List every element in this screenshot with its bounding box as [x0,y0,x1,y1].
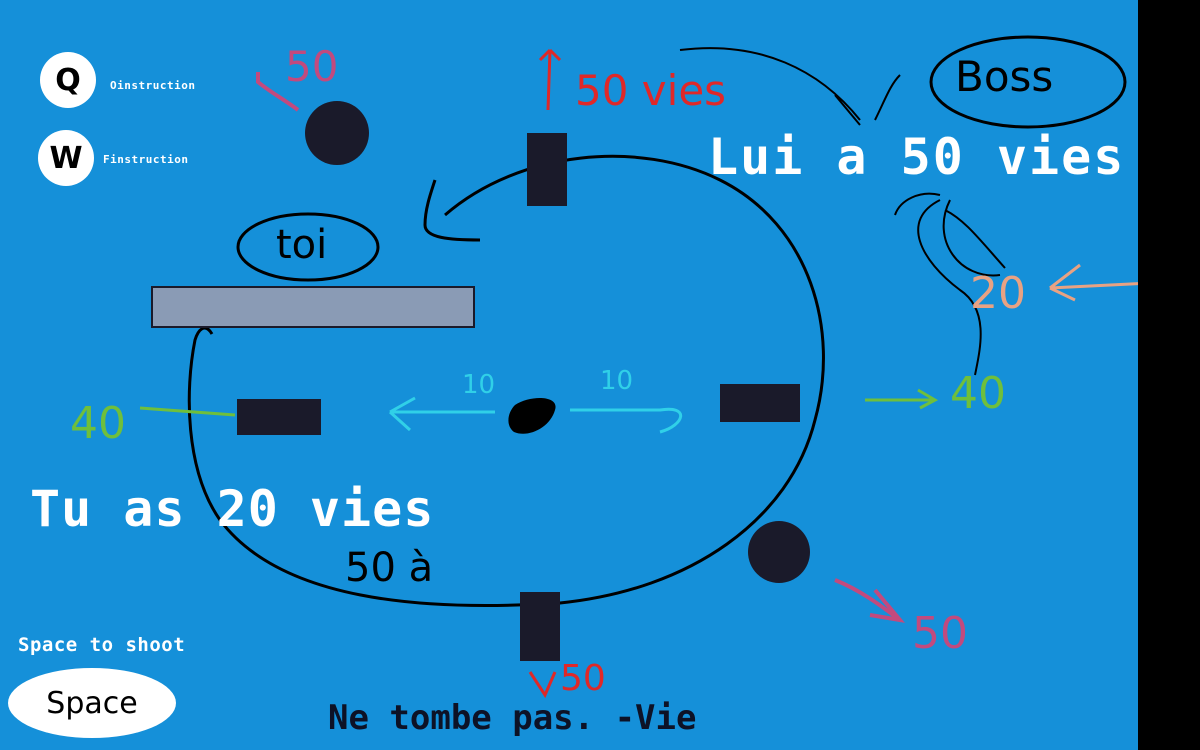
bottom-arc-value: 50 à [345,545,434,591]
you-bubble [236,212,380,282]
boss-label: Boss [955,52,1054,101]
boss-pointer [679,47,901,126]
you-label: toi [276,222,328,268]
center-right-value: 10 [600,366,634,396]
top-left-orb-value: 50 [285,42,339,91]
game-sketch [139,35,1138,699]
right-block-value: 40 [950,368,1006,419]
red-arrow-bottom [528,671,557,699]
w-key-button[interactable]: W [38,130,94,186]
cyan-arrow-right [570,407,683,434]
space-caption: Space to shoot [18,634,186,656]
q-key-label: Q [55,62,81,98]
green-arrow-right [865,388,939,410]
peach-arrow [1049,263,1138,302]
center-core [508,398,556,434]
space-key-button[interactable]: Space [8,668,176,738]
path-arrow [423,179,481,242]
player-lives-text: Tu as 20 vies [30,480,435,538]
pink-arrow-top [256,72,300,112]
top-block-value: 50 vies [575,66,727,115]
bottom-block-value: 50 [560,658,606,699]
boss-bubble [929,35,1127,129]
q-key-caption: Oinstruction [110,79,196,92]
block-bottom [520,592,560,661]
w-key-caption: Finstruction [103,153,189,166]
space-key-label: Space [46,685,138,721]
player-platform [151,286,475,328]
green-arrow-left [139,406,236,417]
orb-top-left [305,101,369,165]
boss-legs [894,192,1006,376]
q-key-button[interactable]: Q [40,52,96,108]
footer-message: Ne tombe pas. -Vie [328,698,697,738]
center-left-value: 10 [462,370,496,400]
block-left [237,399,321,435]
circular-path [187,154,825,608]
bottom-right-orb-value: 50 [912,608,968,659]
red-arrow-top [538,48,562,111]
orb-bottom-right [748,521,810,583]
cyan-arrow-left [388,396,495,432]
boss-lives-text: Lui a 50 vies [708,128,1126,186]
left-block-value: 40 [70,398,126,449]
boss-damage-value: 20 [970,268,1026,319]
pink-arrow-bottom [834,578,905,623]
block-top [527,133,567,206]
block-right [720,384,800,422]
w-key-label: W [49,140,83,176]
screen-edge-strip [1138,0,1200,750]
